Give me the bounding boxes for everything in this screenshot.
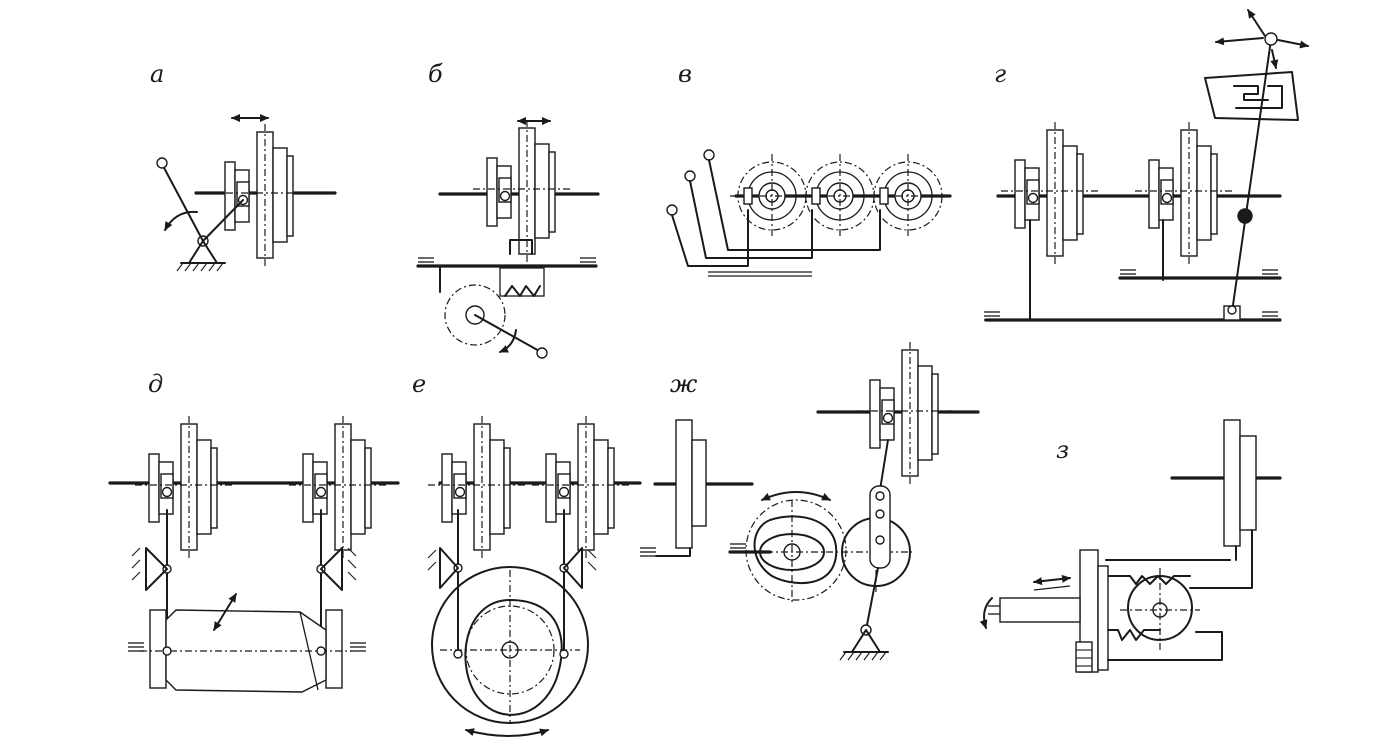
- panel-g-drawing: [983, 9, 1309, 322]
- panel-label-a: а: [150, 60, 165, 88]
- panel-label-v: в: [678, 60, 692, 88]
- panel-z-drawing: [979, 419, 1282, 673]
- panel-label-b: б: [428, 60, 443, 88]
- panel-zh-drawing: [639, 341, 980, 661]
- panel-label-d: д: [148, 370, 164, 398]
- panel-a-drawing: [156, 114, 337, 272]
- panel-label-zh: ж: [670, 370, 698, 398]
- panel-label-z: з: [1056, 436, 1070, 464]
- panel-label-e: е: [412, 370, 427, 398]
- panel-e-drawing: [427, 415, 642, 737]
- panel-label-g: г: [994, 60, 1007, 88]
- panel-d-drawing: [108, 415, 400, 693]
- panel-b-drawing: [416, 117, 600, 359]
- panel-v-drawing: [666, 149, 952, 277]
